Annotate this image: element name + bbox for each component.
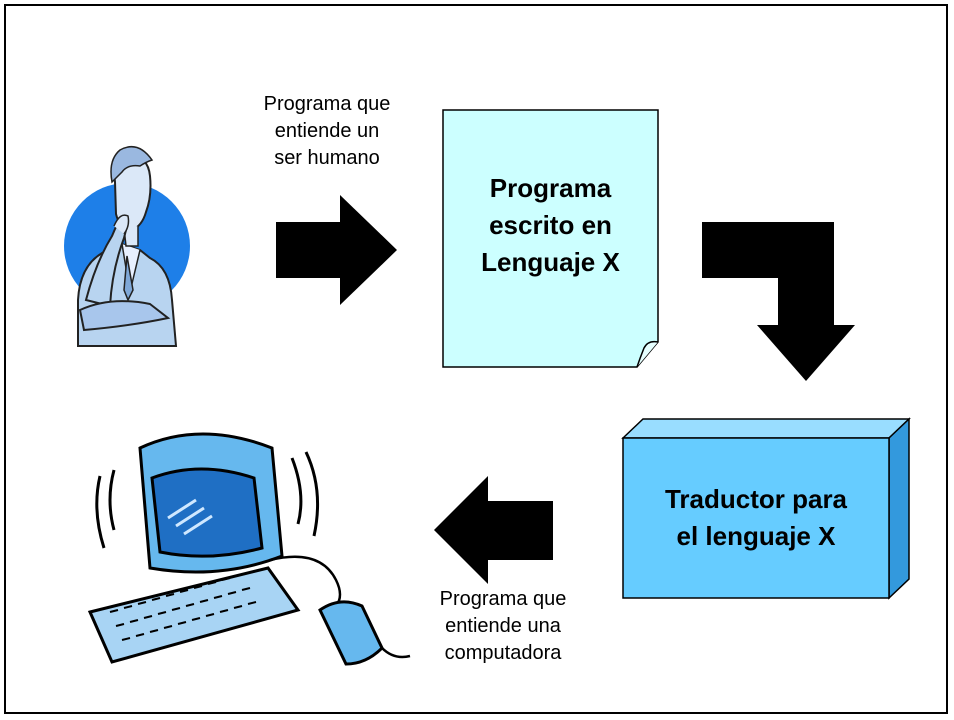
caption-human-program: Programa que entiende un ser humano xyxy=(263,93,391,169)
arrow-right-icon xyxy=(276,195,397,305)
document-shape xyxy=(442,109,659,368)
thinking-man-icon xyxy=(64,145,190,347)
arrow-down-icon xyxy=(702,222,855,381)
translator-label: Traductor para el lenguaje X xyxy=(664,484,848,551)
arrow-left-icon xyxy=(434,476,553,584)
document-label: Programa escrito en Lenguaje X xyxy=(481,172,620,277)
computer-icon xyxy=(87,432,411,666)
translator-box xyxy=(621,417,911,600)
caption-computer-program: Programa que entiende una computadora xyxy=(439,588,567,664)
